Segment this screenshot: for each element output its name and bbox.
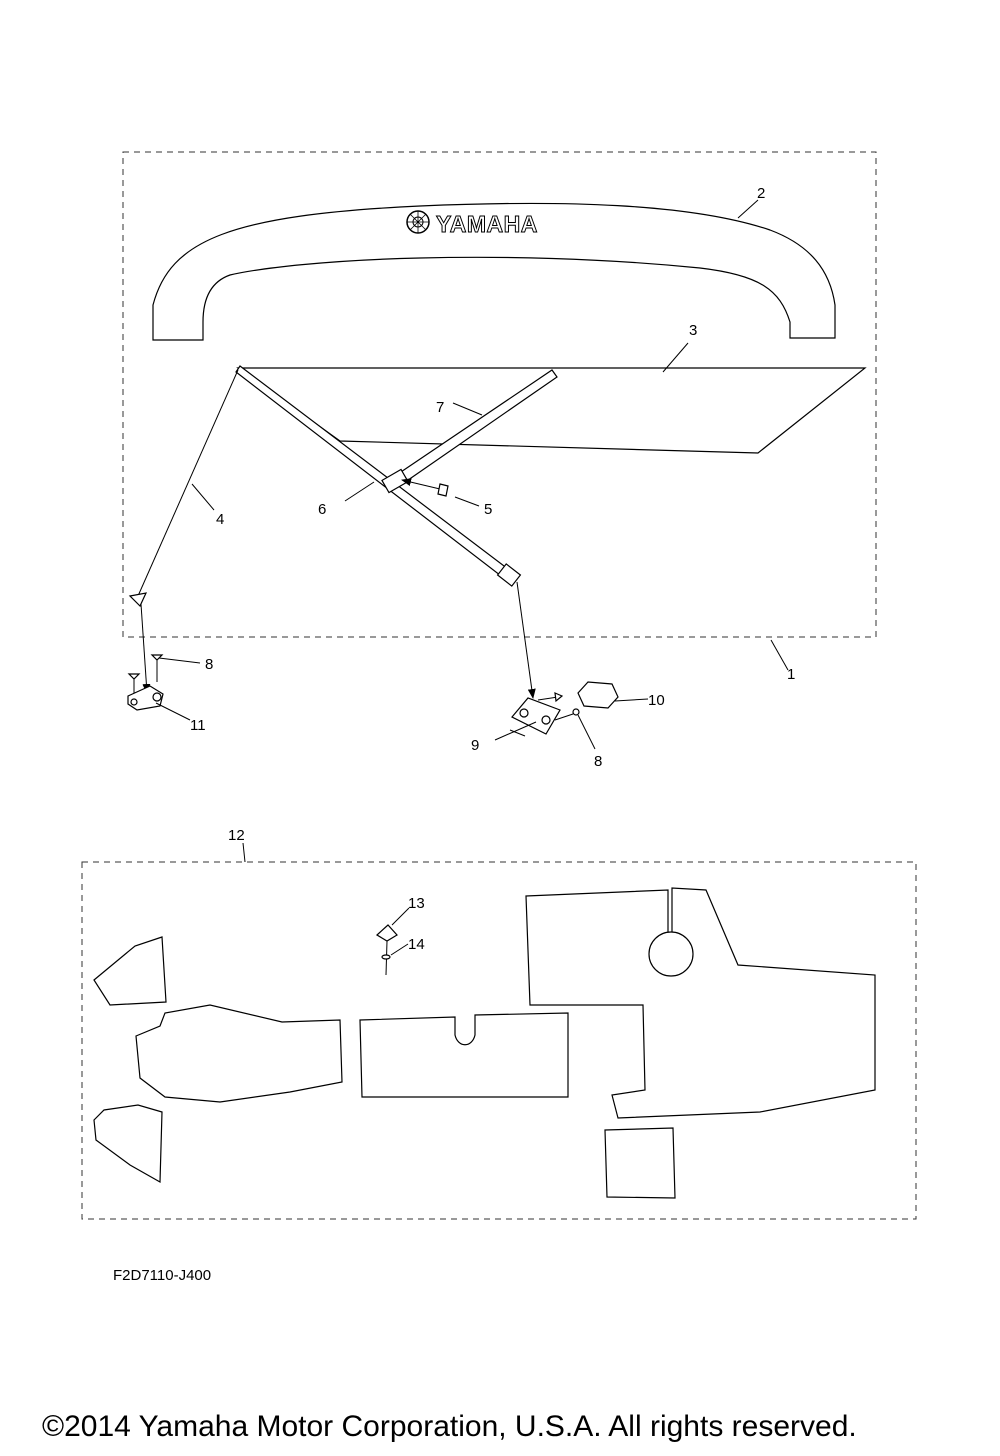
callout-2: 2 (757, 185, 765, 202)
screw-right (537, 692, 580, 721)
callout-9: 9 (471, 737, 479, 754)
mat-piece-right-large (525, 887, 876, 1119)
yamaha-logo-text: YAMAHA (436, 211, 538, 237)
mat-kit-boundary (81, 861, 917, 1220)
arch-cover: YAMAHA (152, 202, 836, 341)
callout-8a: 8 (205, 656, 213, 673)
mat-piece-front-left (93, 936, 167, 1006)
mat-piece-rear-left (93, 1104, 163, 1184)
callout-12: 12 (228, 827, 245, 844)
callout-5: 5 (484, 501, 492, 518)
strap (128, 369, 239, 608)
bracket-cap (577, 681, 619, 709)
callout-8b: 8 (594, 753, 602, 770)
callout-labels: 1 2 3 4 5 6 7 8 8 9 10 11 12 13 14 (190, 185, 795, 953)
leader-lines (155, 199, 789, 956)
callout-7: 7 (436, 399, 444, 416)
bimini-kit-boundary (122, 151, 877, 638)
screw-left (127, 654, 164, 700)
mat-piece-center-left (135, 1004, 343, 1103)
callout-3: 3 (689, 322, 697, 339)
bolt (401, 478, 449, 497)
callout-13: 13 (408, 895, 425, 912)
base-bracket (509, 697, 561, 737)
mat-piece-center (359, 1012, 569, 1098)
strap-mount (127, 685, 164, 711)
main-frame (235, 365, 522, 587)
snap-fastener (375, 924, 398, 976)
callout-1: 1 (787, 666, 795, 683)
diagram-code: F2D7110-J400 (113, 1267, 212, 1284)
callout-10: 10 (648, 692, 665, 709)
callout-14: 14 (408, 936, 425, 953)
callout-4: 4 (216, 511, 224, 528)
callout-6: 6 (318, 501, 326, 518)
copyright-notice: ©2014 Yamaha Motor Corporation, U.S.A. A… (42, 1410, 857, 1443)
callout-11: 11 (190, 717, 206, 734)
mat-piece-small-square (604, 1127, 676, 1199)
